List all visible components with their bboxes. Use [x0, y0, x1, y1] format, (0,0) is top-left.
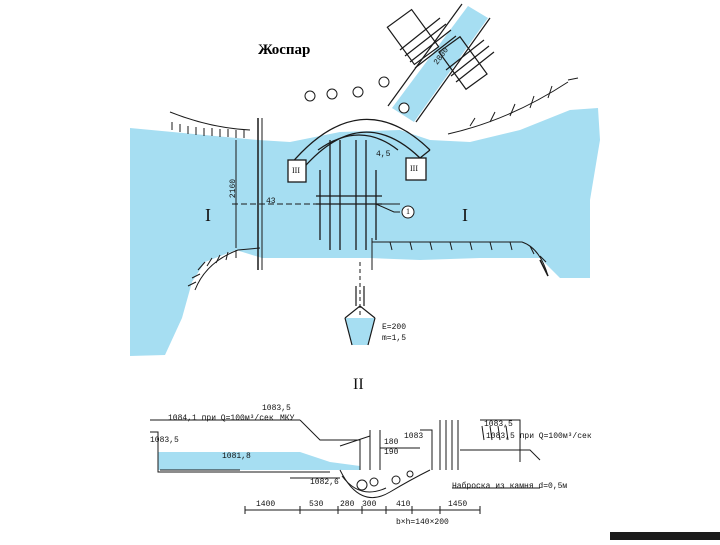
dim-1400: 1400: [256, 500, 276, 509]
level-right: 1083,5: [484, 420, 513, 429]
water-area: [130, 108, 600, 356]
dim-280: 280: [340, 500, 355, 509]
dim-190: 190: [384, 448, 399, 457]
level-1083: 1083: [404, 432, 424, 441]
section-water: [158, 452, 360, 470]
level-mid: 1083,5: [262, 404, 291, 413]
upper-right-bank: [447, 77, 579, 135]
note-left: 1084,1 при Q=100м³/сек: [168, 414, 274, 423]
dim-43: 43: [266, 197, 276, 206]
upper-left-bank: [169, 111, 263, 270]
lower-left-bank: [187, 247, 261, 291]
cross-section: [150, 419, 541, 514]
plan-title: Жоспар: [258, 42, 311, 58]
dim-300: 300: [362, 500, 377, 509]
circle-markers: [304, 76, 415, 219]
section-label-right: I: [462, 205, 468, 225]
note-mid: МКУ: [280, 414, 295, 423]
outflow-structure: [344, 286, 376, 346]
dim-2160: 2160: [229, 178, 239, 199]
level-left: 1083,5: [150, 436, 179, 445]
headworks-arc: [287, 118, 431, 250]
section-label-left: I: [205, 205, 211, 225]
circle-1-label: 1: [406, 207, 410, 216]
outflow-channel-water: [345, 318, 375, 345]
mark-iii-right: III: [410, 164, 418, 173]
level-1081-8: 1081,8: [222, 452, 251, 461]
dim-m-1-5: m=1,5: [382, 334, 407, 343]
dim-410: 410: [396, 500, 411, 509]
mark-iii-left: III: [292, 166, 300, 175]
main-channel-lines: [232, 140, 400, 318]
level-1082-6: 1082,6: [310, 478, 339, 487]
lower-right-bank: [372, 241, 549, 277]
dim-530: 530: [309, 500, 324, 509]
dim-180: 180: [384, 438, 399, 447]
note-right: 1083,5 при Q=100м³/сек: [486, 432, 592, 441]
diagonal-canal-water: [392, 6, 488, 122]
dim-e-200: E=200: [382, 323, 407, 332]
diagonal-canal: [386, 3, 495, 123]
dim-4-5: 4,5: [376, 150, 391, 159]
size-note: b×h=140×200: [396, 518, 449, 527]
dim-1450: 1450: [448, 500, 468, 509]
section-label-top: II: [353, 376, 364, 393]
bottom-edge-bar: [610, 532, 720, 540]
stone-note: Наброска из камня d=0,5м: [452, 482, 568, 491]
